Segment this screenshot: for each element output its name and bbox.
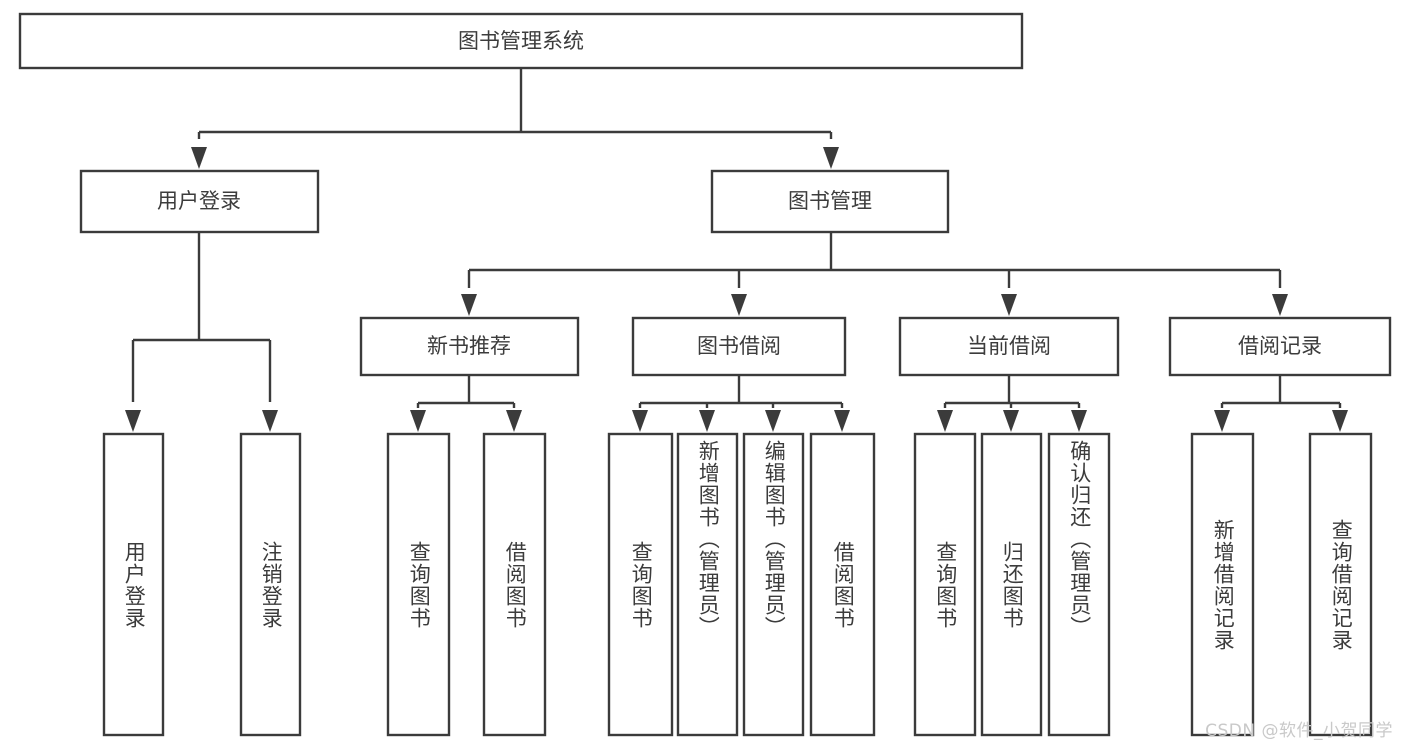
leaf-rect-cb-query-book[interactable] [913,432,977,737]
node-book-borrow-rect [631,316,847,377]
node-user-login[interactable]: 用户登录 [79,169,320,234]
arrow-to-bb-add-book [699,410,715,432]
node-new-book-recommend-label: 新书推荐 [427,334,511,358]
arrow-to-leaf-user-login [125,410,141,432]
node-book-management-rect [710,169,950,234]
arrow-to-cb-query-book [937,410,953,432]
arrow-to-nb-borrow-book [506,410,522,432]
csdn-watermark: CSDN @软件_小贺同学 [1205,721,1393,741]
node-borrow-record[interactable]: 借阅记录 [1168,316,1392,377]
arrow-to-br-add-record [1214,410,1230,432]
leaf-rect-cb-confirm-return[interactable] [1047,432,1111,737]
connector-group-book-borrow [632,375,850,432]
leaf-rect-bb-edit-book[interactable] [742,432,805,737]
connector-group-new-book [410,375,522,432]
leaf-rect-nb-borrow-book[interactable] [482,432,547,737]
arrow-to-book-borrow [731,294,747,316]
arrow-to-borrow-record [1272,294,1288,316]
leaf-rect-user-login[interactable] [102,432,165,737]
leaf-rect-bb-borrow-book[interactable] [809,432,876,737]
arrow-to-leaf-logout [262,410,278,432]
leaf-rect-br-query-record[interactable] [1308,432,1373,737]
arrow-to-cb-confirm-return [1071,410,1087,432]
node-user-login-label: 用户登录 [157,189,241,213]
leaf-rect-nb-query-book[interactable] [386,432,451,737]
node-borrow-record-label: 借阅记录 [1238,334,1322,358]
arrow-to-bb-borrow-book [834,410,850,432]
leaf-rect-bb-query-book[interactable] [607,432,674,737]
node-user-login-rect [79,169,320,234]
arrow-to-bb-edit-book [765,410,781,432]
arrow-to-new-book [461,294,477,316]
node-book-management[interactable]: 图书管理 [710,169,950,234]
node-book-borrow[interactable]: 图书借阅 [631,316,847,377]
leaf-rect-bb-add-book[interactable] [676,432,739,737]
arrow-to-book-manage [823,147,839,169]
arrow-to-user-login [191,147,207,169]
node-current-borrow-label: 当前借阅 [967,334,1051,358]
arrow-to-cb-return-book [1003,410,1019,432]
node-new-book-recommend-rect [359,316,580,377]
node-borrow-record-rect [1168,316,1392,377]
leaf-rect-br-add-record[interactable] [1190,432,1255,737]
arrow-to-current-borrow [1001,294,1017,316]
connector-group-borrow-record [1214,375,1348,432]
node-current-borrow[interactable]: 当前借阅 [898,316,1120,377]
connector-group-book-manage [461,232,1288,316]
node-root-label: 图书管理系统 [458,29,584,53]
arrow-to-nb-query-book [410,410,426,432]
leaf-rect-logout[interactable] [239,432,302,737]
node-book-management-label: 图书管理 [788,189,872,213]
node-book-borrow-label: 图书借阅 [697,334,781,358]
arrow-to-bb-query-book [632,410,648,432]
node-root-book-management-system[interactable]: 图书管理系统 [18,12,1024,70]
leaf-rect-cb-return-book[interactable] [980,432,1043,737]
connector-group-root [191,68,839,169]
node-new-book-recommend[interactable]: 新书推荐 [359,316,580,377]
connector-group-user-login [125,232,278,432]
arrow-to-br-query-record [1332,410,1348,432]
node-current-borrow-rect [898,316,1120,377]
connector-group-current-borrow [937,375,1087,432]
node-root-rect [18,12,1024,70]
